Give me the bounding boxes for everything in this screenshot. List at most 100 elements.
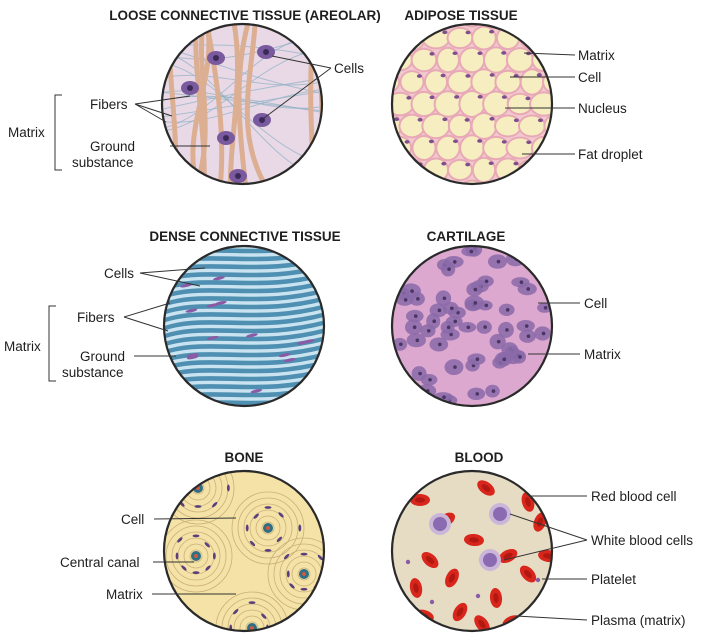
- adipocyte-membrane: [392, 180, 415, 184]
- fat-droplet: [472, 70, 496, 94]
- chondrocyte-nucleus: [452, 260, 457, 264]
- osteocyte: [192, 534, 200, 538]
- cell-nucleus: [213, 55, 219, 61]
- rbc-center: [493, 593, 499, 603]
- rbc-center: [481, 484, 491, 492]
- adipocyte-nucleus: [512, 30, 518, 34]
- adipocyte-nucleus: [394, 117, 400, 121]
- cell-nucleus: [259, 117, 265, 123]
- adipose-fat-label: Fat droplet: [578, 147, 643, 162]
- osteocyte: [194, 505, 202, 508]
- osteocyte: [264, 549, 272, 552]
- adipocyte-membrane: [434, 180, 462, 184]
- adipocyte-membrane: [542, 158, 552, 182]
- chondrocyte-nucleus: [469, 249, 474, 254]
- chondrocyte-nucleus: [475, 357, 480, 362]
- chondrocyte-nucleus: [437, 308, 442, 313]
- rbc-center: [469, 537, 479, 543]
- osteocyte: [298, 524, 302, 532]
- adipocyte-nucleus: [392, 162, 398, 167]
- loose-tissue-illustration: [162, 24, 322, 184]
- osteocyte: [181, 565, 187, 571]
- adipocyte-membrane: [392, 158, 401, 182]
- fat-droplet: [558, 48, 578, 71]
- adipocyte-membrane: [362, 49, 390, 72]
- fat-droplet: [392, 93, 413, 115]
- adipocyte-nucleus: [381, 95, 386, 99]
- blood-title: BLOOD: [455, 450, 504, 465]
- bone-circle-border: [162, 469, 326, 633]
- bone-cell-leader: [153, 517, 237, 520]
- rbc-center: [448, 573, 456, 583]
- fat-droplet: [435, 92, 461, 116]
- fibroblast-cell: [213, 276, 225, 281]
- osteocyte: [212, 552, 216, 560]
- fibroblast-cell: [214, 300, 227, 305]
- lamella-ring: [243, 503, 293, 553]
- adipocyte-nucleus: [382, 53, 387, 57]
- chondrocyte-nucleus: [403, 298, 408, 302]
- chondrocyte-nucleus: [449, 332, 453, 337]
- fat-droplet: [449, 160, 471, 180]
- adipocyte-nucleus: [561, 162, 566, 166]
- chondrocyte-nucleus: [415, 338, 420, 343]
- fibroblast-cell: [206, 335, 219, 340]
- fat-droplet: [531, 93, 552, 115]
- adipose-nucleus-label: Nucleus: [578, 101, 627, 116]
- cartilage-circle-border: [390, 244, 554, 408]
- adipocyte-nucleus: [430, 184, 435, 188]
- chondrocyte-nucleus: [399, 342, 403, 347]
- adipocyte-nucleus: [538, 162, 544, 167]
- collagen-bundle: [164, 322, 324, 346]
- collagen-bundle: [164, 306, 324, 330]
- cartilage-matrix-label: Matrix: [584, 347, 621, 362]
- fat-droplet: [556, 94, 580, 114]
- adipocyte-membrane: [541, 26, 552, 50]
- adipocyte-nucleus: [562, 31, 567, 35]
- fat-droplet: [460, 92, 484, 116]
- collagen-bundle: [164, 330, 324, 354]
- chondrocyte-nucleus: [519, 280, 524, 285]
- osteocyte: [181, 484, 185, 492]
- adipocyte-membrane: [519, 26, 545, 50]
- blood-platelet-label: Platelet: [591, 572, 636, 587]
- dense-tissue-illustration: [164, 246, 324, 406]
- fat-droplet: [556, 182, 581, 202]
- blood-circle-border: [390, 469, 554, 633]
- adipocyte-membrane: [361, 135, 391, 160]
- fat-droplet: [365, 92, 388, 116]
- osteocyte: [192, 571, 200, 575]
- loose-matrix-label: Matrix: [8, 125, 45, 140]
- loose-annotations: Matrix Fibers Ground substance Cells: [8, 55, 364, 171]
- adipocyte-nucleus: [477, 51, 483, 56]
- chondrocyte-nucleus: [473, 287, 478, 292]
- fibroblast-cell: [278, 353, 291, 358]
- blood-wbc-leader: [503, 513, 588, 561]
- chondrocyte-nucleus: [484, 279, 489, 284]
- osteocyte: [317, 554, 324, 561]
- osteocyte: [226, 484, 230, 492]
- adipocyte-nucleus: [526, 183, 532, 184]
- fat-droplet: [555, 137, 580, 158]
- lamella-ring: [261, 521, 275, 535]
- chondrocyte-nucleus: [412, 325, 417, 330]
- adipocyte-nucleus: [453, 184, 458, 188]
- chondrocyte-nucleus: [442, 296, 447, 301]
- osteocyte: [248, 601, 256, 605]
- chondrocyte-nucleus: [541, 331, 546, 336]
- dense-fibers-leader: [123, 302, 171, 332]
- chondrocyte-nucleus: [453, 319, 458, 324]
- chondrocyte-nucleus: [447, 267, 451, 271]
- loose-fibers-label: Fibers: [90, 97, 128, 112]
- adipocyte-membrane: [364, 179, 389, 205]
- adipocyte-nucleus: [489, 73, 495, 77]
- platelet: [535, 577, 541, 583]
- chondrocyte-nucleus: [491, 389, 496, 393]
- fat-droplet: [400, 115, 424, 137]
- canal-vessel: [250, 626, 254, 630]
- adipocyte-nucleus: [383, 140, 388, 144]
- adipocyte-membrane: [505, 178, 535, 184]
- dense-matrix-label: Matrix: [4, 339, 41, 354]
- adipocyte-nucleus: [536, 73, 542, 77]
- fat-droplet: [570, 29, 591, 47]
